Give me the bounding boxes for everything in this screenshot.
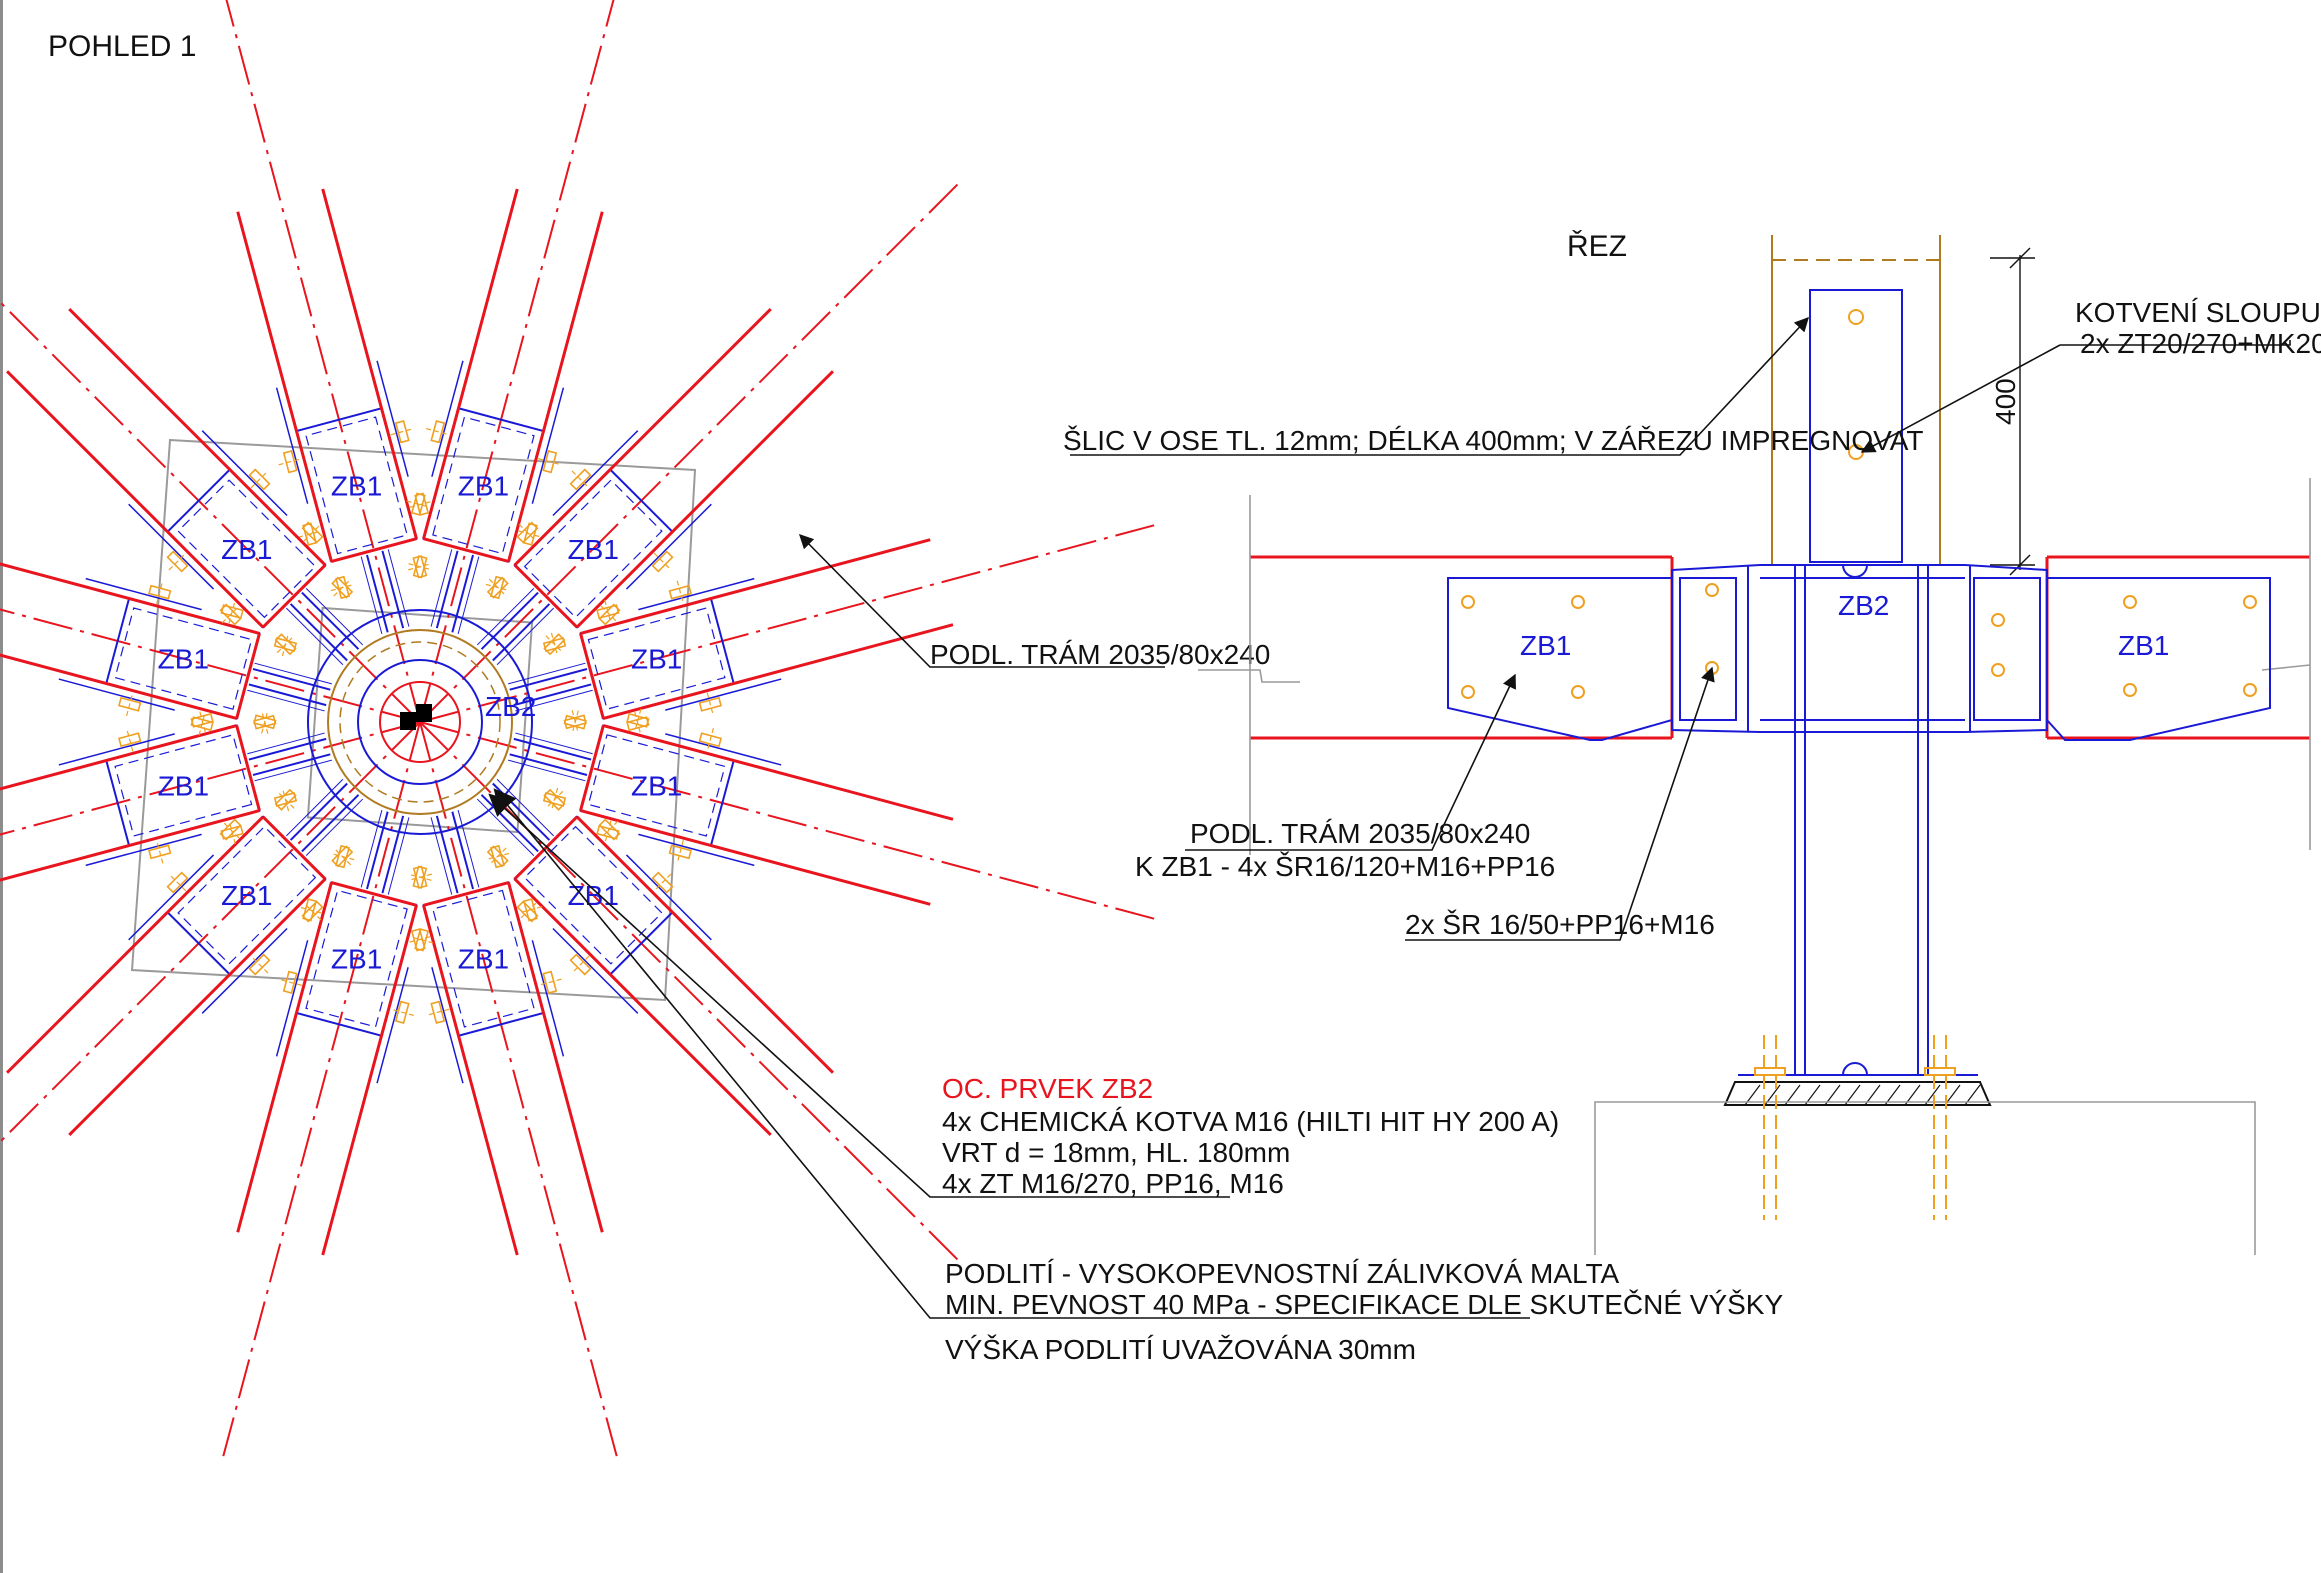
plan-arm [419, 708, 1155, 920]
dimension-400-value: 400 [1990, 378, 2021, 425]
section-zb1-left: ZB1 [1520, 630, 1571, 661]
dimension-400 [1990, 247, 2035, 576]
section-zb2: ZB2 [1838, 590, 1889, 621]
section-column [1771, 235, 1941, 565]
note-podliti-line1: PODLITÍ - VYSOKOPEVNOSTNÍ ZÁLIVKOVÁ MALT… [945, 1258, 1620, 1289]
plan-arm-label: ZB1 [221, 534, 272, 565]
plan-hub-label: ZB2 [485, 691, 536, 722]
plan-arm [0, 524, 421, 736]
plan-arm-label: ZB1 [158, 770, 209, 801]
note-oc-line4: 4x ZT M16/270, PP16, M16 [942, 1168, 1284, 1199]
plan-arm [222, 0, 434, 723]
note-oc-line2: 4x CHEMICKÁ KOTVA M16 (HILTI HIT HY 200 … [942, 1106, 1559, 1137]
plan-arm-label: ZB1 [331, 470, 382, 501]
plan-arm [419, 183, 959, 723]
plan-arm-label: ZB1 [221, 880, 272, 911]
section-steel [1447, 564, 2271, 1083]
section-zb1-right: ZB1 [2118, 630, 2169, 661]
plan-arm-label: ZB1 [568, 534, 619, 565]
plan-arm [406, 0, 618, 723]
note-oc-line3: VRT d = 18mm, HL. 180mm [942, 1137, 1290, 1168]
section-foundation [1594, 1035, 2256, 1255]
plan-arm [0, 708, 421, 920]
sheet-border [0, 0, 3, 1573]
plan-arm [222, 721, 434, 1457]
plan-arm-label: ZB1 [331, 944, 382, 975]
plan-arm-label: ZB1 [458, 470, 509, 501]
note-slic: ŠLIC V OSE TL. 12mm; DÉLKA 400mm; V ZÁŘE… [1063, 425, 1923, 456]
plan-arm [419, 721, 959, 1261]
plan-base-outline [130, 438, 697, 1002]
note-podl-tram-plan: PODL. TRÁM 2035/80x240 [930, 639, 1270, 670]
plan-hub [307, 609, 533, 835]
plan-arm-label: ZB1 [458, 944, 509, 975]
plan-arm-label: ZB1 [631, 644, 682, 675]
note-oc-prvek: OC. PRVEK ZB2 [942, 1073, 1153, 1104]
plan-arm-label: ZB1 [158, 644, 209, 675]
plan-arm-label: ZB1 [568, 880, 619, 911]
plan-leaders [488, 533, 1530, 1319]
plan-arm [0, 183, 421, 723]
plan-arm [0, 721, 421, 1261]
note-kotveni-line1: KOTVENÍ SLOUPU SB1.2 [2075, 297, 2321, 328]
note-kotveni-line2: 2x ZT20/270+MK20+PD20 [2080, 328, 2321, 359]
section-title: ŘEZ [1567, 230, 1627, 263]
note-podl-tram-section: PODL. TRÁM 2035/80x240 [1190, 818, 1530, 849]
plan-arm-label: ZB1 [631, 770, 682, 801]
section-bolts [1461, 583, 2257, 699]
plan-arm [406, 721, 618, 1457]
note-podl-tram-section-2: K ZB1 - 4x ŠR16/120+M16+PP16 [1135, 851, 1555, 882]
note-sr16: 2x ŠR 16/50+PP16+M16 [1405, 909, 1715, 940]
note-podliti-line3: VÝŠKA PODLITÍ UVAŽOVÁNA 30mm [945, 1334, 1416, 1365]
section-leaders [1070, 316, 2291, 941]
section-beam-outlines [1198, 478, 2311, 855]
plan-title: POHLED 1 [48, 30, 196, 63]
note-podliti-line2: MIN. PEVNOST 40 MPa - SPECIFIKACE DLE SK… [945, 1289, 1783, 1320]
